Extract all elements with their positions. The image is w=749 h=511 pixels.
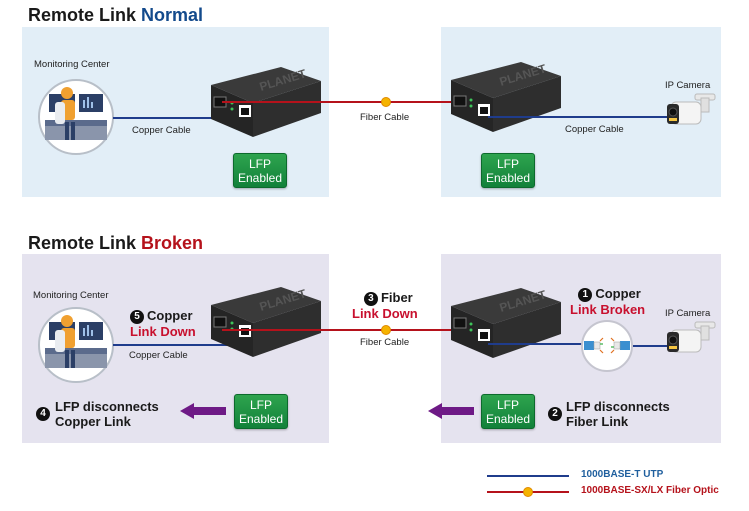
legend-fiber-label: 1000BASE-SX/LX Fiber Optic bbox=[581, 485, 719, 496]
lfp-line1: LFP bbox=[496, 398, 519, 412]
step-number-badge: 5 bbox=[130, 310, 144, 324]
legend-copper-line bbox=[487, 475, 569, 477]
copper-cable-label: Copper Cable bbox=[132, 125, 191, 136]
planet-converter-device: PLANET bbox=[451, 287, 561, 358]
legend-copper-label: 1000BASE-T UTP bbox=[581, 469, 664, 480]
step-number-badge: 1 bbox=[578, 288, 593, 302]
monitoring-center-icon bbox=[38, 79, 114, 155]
broken-cable-icon bbox=[581, 320, 633, 372]
copper-cable-line bbox=[113, 344, 243, 346]
step-4-note: 4 LFP disconnects Copper Link bbox=[36, 399, 159, 429]
monitoring-center-label: Monitoring Center bbox=[33, 290, 109, 301]
lfp-enabled-badge: LFP Enabled bbox=[481, 153, 535, 188]
copper-cable-line bbox=[488, 343, 583, 345]
step-number-badge: 2 bbox=[548, 407, 562, 421]
copper-cable-line bbox=[488, 116, 670, 118]
step-line1: Copper bbox=[595, 286, 641, 301]
lfp-line2: Enabled bbox=[485, 412, 531, 426]
lfp-enabled-badge: LFP Enabled bbox=[233, 153, 287, 188]
fiber-cable-line bbox=[222, 101, 452, 103]
monitoring-center-icon bbox=[38, 307, 114, 383]
section-title-broken: Remote Link Broken bbox=[28, 233, 203, 254]
title-prefix: Remote Link bbox=[28, 233, 142, 253]
title-state: Broken bbox=[141, 233, 204, 253]
step-line2: Link Broken bbox=[570, 302, 646, 317]
title-prefix: Remote Link bbox=[28, 5, 142, 25]
lfp-line1: LFP bbox=[249, 398, 272, 412]
title-state: Normal bbox=[141, 5, 204, 25]
fiber-cable-line bbox=[222, 329, 452, 331]
step-line1: Fiber bbox=[380, 290, 413, 305]
copper-cable-line bbox=[113, 117, 243, 119]
copper-cable-label: Copper Cable bbox=[129, 350, 188, 361]
step-number-badge: 3 bbox=[363, 292, 378, 306]
fiber-cable-label: Fiber Cable bbox=[360, 337, 410, 348]
arrow-left-icon bbox=[180, 403, 226, 419]
copper-cable-label: Copper Cable bbox=[565, 124, 624, 135]
ip-camera-icon bbox=[667, 93, 716, 125]
section-title-normal: Remote Link Normal bbox=[28, 5, 203, 26]
step-number-badge: 4 bbox=[36, 407, 50, 421]
lfp-enabled-badge: LFP Enabled bbox=[234, 394, 288, 429]
fiber-connector-icon bbox=[381, 97, 391, 107]
step-line1: LFP disconnects bbox=[55, 399, 159, 414]
lfp-line2: Enabled bbox=[237, 171, 283, 185]
lfp-line1: LFP bbox=[248, 157, 271, 171]
lfp-line1: LFP bbox=[496, 157, 519, 171]
fiber-cable-label: Fiber Cable bbox=[360, 112, 410, 123]
ip-camera-icon bbox=[667, 321, 716, 353]
step-line2: Link Down bbox=[352, 306, 418, 321]
ip-camera-label: IP Camera bbox=[665, 80, 711, 91]
fiber-connector-icon bbox=[523, 487, 533, 497]
fiber-connector-icon bbox=[381, 325, 391, 335]
step-line2: Copper Link bbox=[55, 414, 131, 429]
planet-converter-device: PLANET bbox=[211, 66, 321, 137]
step-line1: LFP disconnects bbox=[566, 399, 670, 414]
step-line2: Fiber Link bbox=[566, 414, 629, 429]
step-2-note: 2 LFP disconnects Fiber Link bbox=[548, 399, 670, 429]
lfp-enabled-badge: LFP Enabled bbox=[481, 394, 535, 429]
planet-converter-device: PLANET bbox=[211, 286, 321, 357]
arrow-left-icon bbox=[428, 403, 474, 419]
lfp-line2: Enabled bbox=[485, 171, 531, 185]
step-line2: Link Down bbox=[130, 324, 196, 339]
step-line1: Copper bbox=[147, 308, 193, 323]
monitoring-center-label: Monitoring Center bbox=[34, 59, 110, 70]
planet-converter-device: PLANET bbox=[451, 61, 561, 132]
lfp-line2: Enabled bbox=[238, 412, 284, 426]
ip-camera-label: IP Camera bbox=[665, 308, 711, 319]
copper-cable-line bbox=[630, 345, 670, 347]
